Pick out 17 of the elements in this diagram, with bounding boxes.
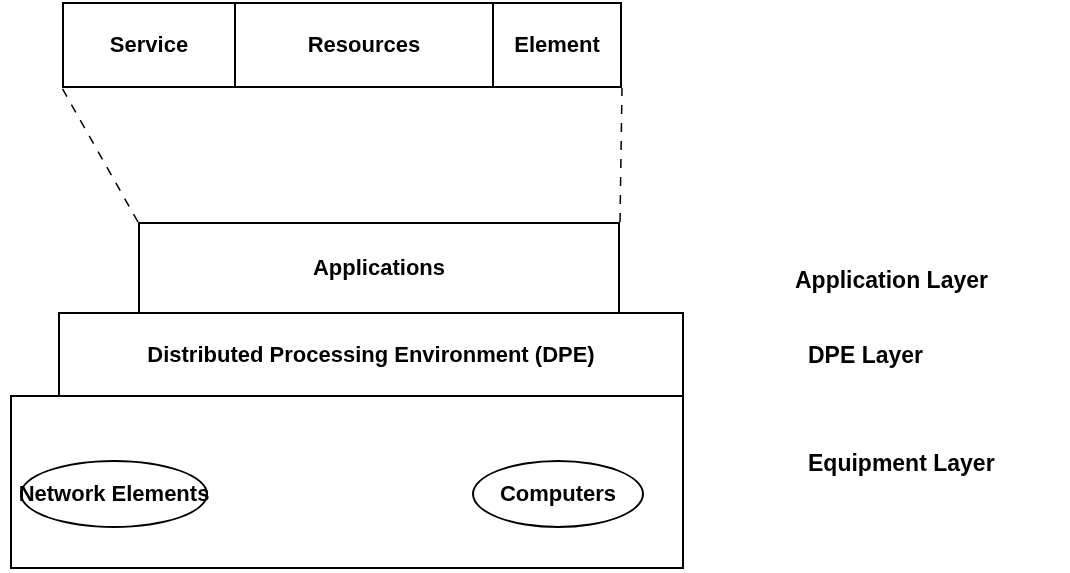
layer-label: Equipment Layer [808, 450, 995, 477]
dashed-line [61, 87, 139, 223]
node-label: Resources [307, 32, 421, 58]
layer-label: DPE Layer [808, 342, 924, 369]
table-cell [234, 2, 494, 88]
layer-box [138, 222, 620, 314]
dashed-line [619, 87, 623, 223]
table-cell [62, 2, 236, 88]
node-label: Computers [499, 481, 617, 507]
layer-label: Application Layer [795, 267, 988, 294]
node-label: Element [514, 32, 600, 58]
table-cell [492, 2, 622, 88]
node-label: Distributed Processing Environment (DPE) [147, 341, 595, 368]
node-label: Applications [313, 255, 445, 281]
layer-box [10, 395, 684, 569]
layer-box [58, 312, 684, 397]
node-label: Service [109, 32, 189, 58]
